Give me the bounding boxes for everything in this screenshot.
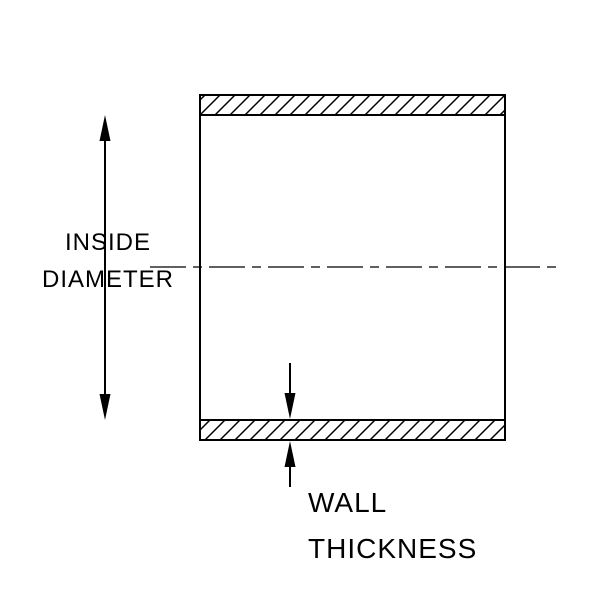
wall-thickness-label-line1: WALL — [308, 487, 387, 518]
bottom-wall-hatch — [199, 419, 506, 441]
wall-thickness-arrowhead-down-icon — [284, 393, 296, 419]
inside-diameter-arrowhead-down-icon — [99, 394, 111, 420]
wall-thickness-dimension — [284, 363, 296, 487]
inside-diameter-dimension — [99, 115, 111, 420]
inside-diameter-label-line2: DIAMETER — [42, 266, 174, 293]
wall-thickness-label-line2: THICKNESS — [308, 533, 477, 564]
inside-diameter-label-line1: INSIDE — [65, 229, 151, 256]
top-wall-hatch — [199, 94, 506, 116]
inside-diameter-arrowhead-up-icon — [99, 115, 111, 141]
tube-body-outline — [199, 94, 506, 441]
wall-thickness-arrowhead-up-icon — [284, 441, 296, 467]
